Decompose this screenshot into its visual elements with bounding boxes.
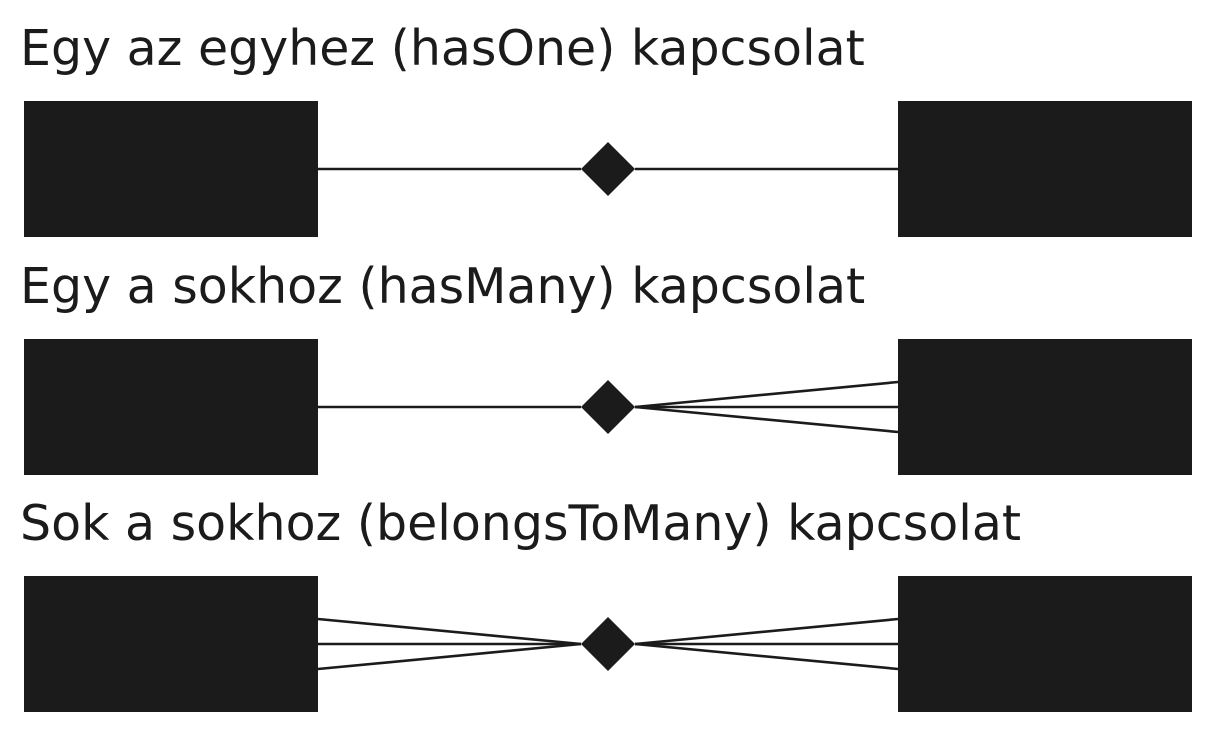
- has-many-left-entity: [24, 339, 318, 475]
- has-many-right-entity: [898, 339, 1192, 475]
- has-one-left-entity: [24, 101, 318, 237]
- has-one-right-entity: [898, 101, 1192, 237]
- belongs-to-many-relationship-diamond: [581, 617, 635, 671]
- has-many-right-connector-lower: [634, 405, 899, 434]
- belongs-to-many-right-entity: [898, 576, 1192, 712]
- relation-title-belongs-to-many: Sok a sokhoz (belongsToMany) kapcsolat: [20, 495, 1022, 552]
- belongs-to-many-right-connector-upper: [634, 617, 899, 646]
- belongs-to-many-left-connector-lower: [317, 642, 582, 671]
- has-many-right-connector-upper: [634, 380, 899, 409]
- has-many-relationship-diamond: [581, 380, 635, 434]
- belongs-to-many-right-connector-lower: [634, 642, 899, 671]
- belongs-to-many-left-connector-upper: [317, 617, 582, 646]
- belongs-to-many-left-entity: [24, 576, 318, 712]
- relation-title-has-many: Egy a sokhoz (hasMany) kapcsolat: [20, 258, 866, 315]
- has-one-relationship-diamond: [581, 142, 635, 196]
- relation-title-has-one: Egy az egyhez (hasOne) kapcsolat: [20, 20, 865, 77]
